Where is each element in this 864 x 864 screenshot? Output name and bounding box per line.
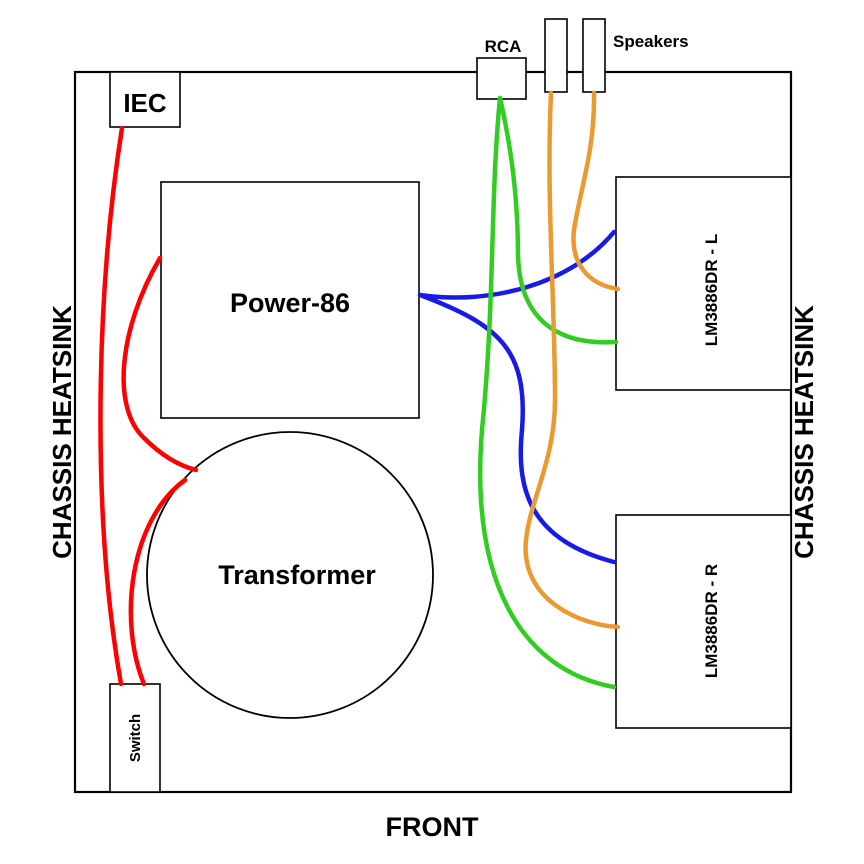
iec-connector [109, 71, 181, 128]
signal-wire-rca-to-amp-right [478, 95, 617, 690]
amp-board-left [615, 176, 792, 391]
iec-label: IEC [123, 88, 167, 118]
amp-board-right [615, 514, 792, 729]
speakers-label: Speakers [613, 32, 689, 51]
mains-wire-transformer-to-switch [128, 477, 188, 687]
mains-wire-iec-to-switch [98, 125, 125, 687]
transformer-label: Transformer [218, 560, 376, 590]
dc-wire-to-amp-left [417, 229, 617, 300]
switch-label: Switch [127, 714, 144, 762]
speaker-wire-to-amp-left [571, 90, 621, 292]
chassis-outline [73, 70, 793, 794]
power-supply-label: Power-86 [230, 288, 350, 318]
speaker-terminal-1 [544, 18, 568, 93]
dc-wire-to-amp-right [417, 292, 617, 565]
transformer [146, 431, 434, 719]
power-switch [109, 683, 161, 793]
rca-label: RCA [485, 37, 522, 56]
heatsink-left-label: CHASSIS HEATSINK [47, 305, 77, 559]
amp-left-label: LM3886DR - L [702, 234, 721, 346]
speaker-wire-to-amp-right [523, 90, 621, 630]
mains-wire-psu-to-transformer [121, 255, 199, 473]
rca-connector [476, 57, 527, 100]
power-supply-board [160, 181, 420, 419]
signal-wire-rca-to-amp-left [497, 95, 619, 345]
amp-right-label: LM3886DR - R [702, 564, 721, 678]
front-label: FRONT [386, 812, 479, 842]
heatsink-right-label: CHASSIS HEATSINK [789, 305, 819, 559]
speaker-terminal-2 [582, 18, 606, 93]
